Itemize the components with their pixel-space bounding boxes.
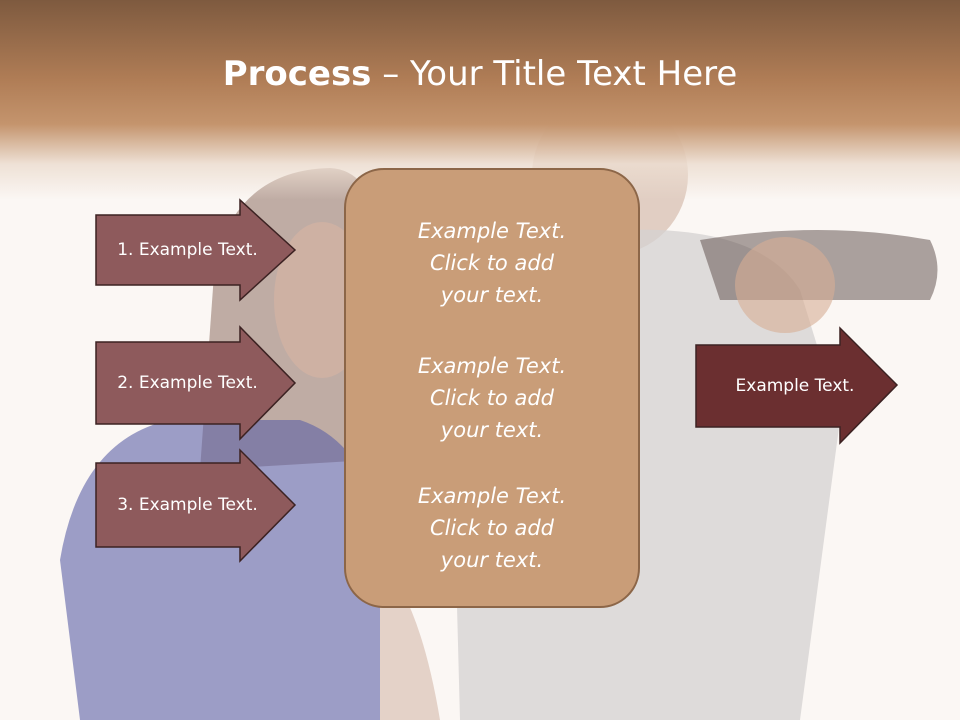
center-paragraph-2: Example Text. Click to add your text. [417, 354, 567, 442]
left-arrow-3-shape [95, 448, 297, 563]
left-arrow-1[interactable]: 1. Example Text. [95, 198, 300, 302]
left-arrow-1-shape [95, 198, 297, 302]
left-arrow-2[interactable]: 2. Example Text. [95, 325, 300, 441]
photo-man-fist [735, 237, 835, 333]
title-rest: – Your Title Text Here [371, 54, 738, 94]
slide-title[interactable]: Process – Your Title Text Here [0, 52, 960, 96]
title-band [0, 0, 960, 200]
left-arrow-2-shape [95, 325, 297, 441]
left-arrow-3-label: 3. Example Text. [117, 495, 258, 515]
left-arrow-1-label: 1. Example Text. [117, 240, 258, 260]
title-bold: Process [222, 54, 372, 94]
right-arrow-label: Example Text. [735, 376, 855, 396]
center-paragraph-1: Example Text. Click to add your text. [417, 219, 567, 307]
left-arrow-2-label: 2. Example Text. [117, 373, 258, 393]
left-arrow-3[interactable]: 3. Example Text. [95, 448, 300, 563]
right-arrow-shape [695, 326, 899, 445]
center-text-box[interactable]: Example Text. Click to add your text. Ex… [344, 168, 640, 608]
center-paragraph-3: Example Text. Click to add your text. [417, 484, 567, 572]
right-arrow[interactable]: Example Text. [695, 326, 900, 445]
